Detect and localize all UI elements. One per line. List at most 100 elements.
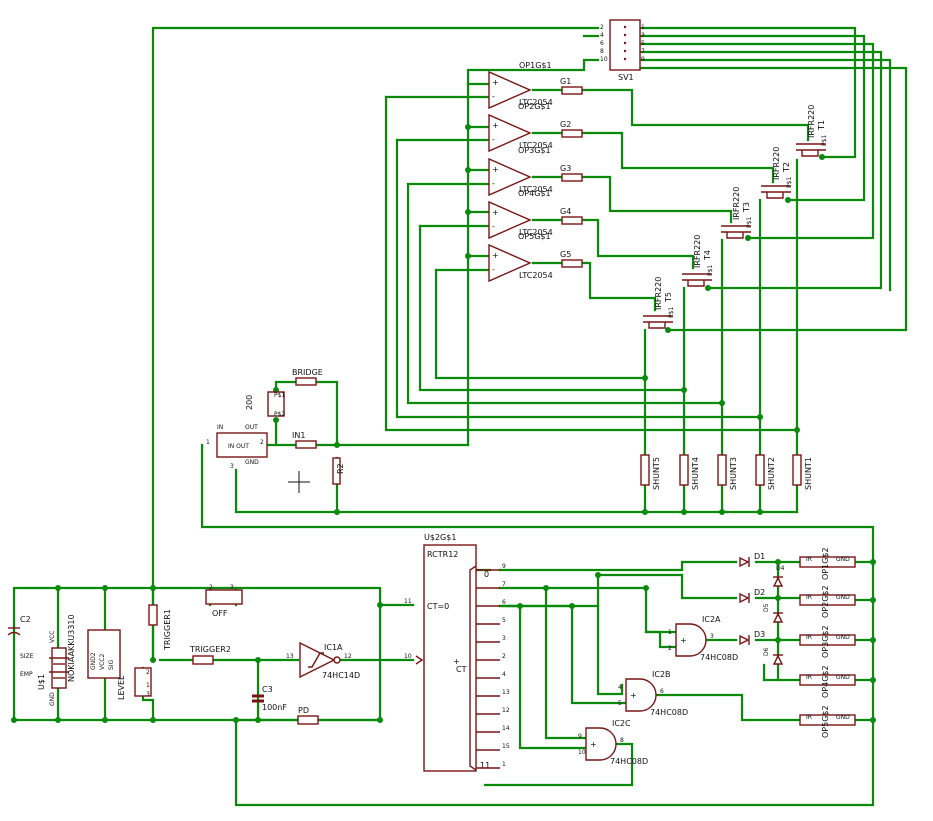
mosfet-ref: T1	[817, 120, 826, 131]
shunt-resistor	[640, 454, 650, 486]
opamp-ref: OP1G$1	[519, 61, 552, 70]
opamp-symbol	[488, 200, 532, 240]
opamp-minus: -	[492, 92, 495, 101]
counter-pin-number: 1	[502, 761, 506, 768]
battery-vcc: VCC	[49, 631, 56, 643]
gate-resistor-label: G5	[560, 250, 571, 259]
mosfet-value: IRFR220	[693, 235, 702, 268]
counter-body	[423, 544, 477, 772]
c3-label: C3	[262, 685, 273, 694]
output-pin-ir: IR	[806, 594, 812, 601]
counter-plus: +	[453, 657, 460, 666]
switch-pin3: 3	[146, 691, 150, 698]
reg-in: IN	[217, 424, 223, 431]
mosfet-value: IRFR220	[732, 187, 741, 220]
opamp-ref: OP5G$1	[518, 232, 551, 241]
opamp-ref: OP2G$1	[518, 102, 551, 111]
opamp-minus: -	[492, 265, 495, 274]
sv1-pin-dot	[623, 57, 627, 61]
battery-label: NOKIAAKKU3310	[67, 614, 76, 682]
sv1-pin-left: 8	[600, 48, 604, 55]
output-pin-ir: IR	[806, 674, 812, 681]
gate-resistor	[561, 216, 583, 225]
off-switch	[205, 589, 243, 605]
output-connector	[799, 594, 856, 606]
diode-d3-label: D3	[754, 630, 765, 639]
counter-pin-number: 14	[502, 725, 510, 732]
output-connector	[799, 674, 856, 686]
mosfet-ref: T4	[703, 250, 712, 261]
mosfet-pins: P$1	[821, 135, 828, 146]
u1-label: U$1	[37, 674, 46, 690]
shunt-resistor	[792, 454, 802, 486]
shunt-label: SHUNT1	[804, 457, 813, 490]
ic1a-pin-out: 12	[344, 653, 352, 660]
counter-name: RCTR12	[427, 550, 458, 559]
shunt-label: SHUNT3	[729, 457, 738, 490]
wires	[12, 26, 908, 807]
r2-label: R2	[336, 463, 345, 474]
mosfet-pins: P$1	[786, 177, 793, 188]
opamp-value: LTC2054	[519, 228, 553, 237]
mosfet-ref: T2	[782, 162, 791, 173]
counter-pin-number: 2	[502, 653, 506, 660]
opamp-plus: +	[492, 251, 499, 260]
sv1-pin-right: 7	[641, 48, 645, 55]
opamp-plus: +	[492, 121, 499, 130]
shunt-label: SHUNT2	[767, 457, 776, 490]
shunt-resistor	[679, 454, 689, 486]
counter-ref: U$2G$1	[424, 533, 456, 542]
gate-resistor	[561, 259, 583, 268]
opamp-minus: -	[492, 179, 495, 188]
reg-p2: 2	[260, 439, 264, 446]
reg-p1: 1	[206, 439, 210, 446]
diode-d2	[739, 592, 750, 604]
gate-resistor-label: G4	[560, 207, 571, 216]
counter-eleven: 11	[480, 761, 490, 770]
level-vcc2: VCC2	[99, 654, 106, 670]
opamp-ref: OP4G$1	[518, 189, 551, 198]
bridge-section: BRIDGE IN1 R2 200 P$1 P$2 IN OUT IN OUT …	[206, 368, 345, 493]
shunt-label: SHUNT4	[691, 457, 700, 490]
and-gate-symbol	[585, 727, 617, 761]
pot-200	[267, 391, 285, 417]
switch-pin1: 1	[146, 682, 150, 689]
and-gate-ref: IC2A	[702, 615, 721, 624]
level-label: LEVEL	[117, 675, 126, 700]
counter-pin-number: 15	[502, 743, 510, 750]
mosfet-pins: P$1	[668, 307, 675, 318]
ic1a-ref: IC1A	[324, 643, 343, 652]
output-connector	[799, 556, 856, 568]
sv1-pin-right: 1	[641, 24, 645, 31]
trigger-switch	[134, 667, 152, 697]
opamp-symbol	[488, 70, 532, 110]
sv1-pin-dot	[623, 49, 627, 53]
and-gate-plus: +	[590, 740, 597, 749]
pd-label: PD	[298, 706, 309, 715]
and-gate-pin: 10	[578, 749, 586, 756]
and-gate-symbol	[625, 678, 657, 712]
opamp-symbol	[488, 243, 532, 283]
pot-pin1: P$1	[274, 392, 285, 399]
sv1-pin-dot	[623, 33, 627, 37]
gate-resistor	[561, 173, 583, 182]
and-gate-ref: IC2B	[652, 670, 671, 679]
output-pin-gnd: GND	[836, 714, 850, 721]
and-gate-pin: 4	[618, 684, 622, 691]
counter-ct: CT	[456, 665, 467, 674]
level-gnd2: GND2	[90, 652, 97, 670]
diode-d5	[772, 612, 784, 623]
off-label: OFF	[212, 609, 228, 618]
in1-label: IN1	[292, 431, 305, 440]
shunt-resistor	[717, 454, 727, 486]
c2-emp: EMP	[20, 671, 33, 678]
trigger2-label: TRIGGER2	[189, 645, 231, 654]
and-gate-value: 74HC08D	[700, 653, 738, 662]
opamp-plus: +	[492, 165, 499, 174]
ic1a-value: 74HC14D	[322, 671, 360, 680]
output-ref: OP3G$2	[821, 625, 830, 658]
mosfet-value: IRFR220	[772, 147, 781, 180]
and-gate-pin: 1	[668, 629, 672, 636]
